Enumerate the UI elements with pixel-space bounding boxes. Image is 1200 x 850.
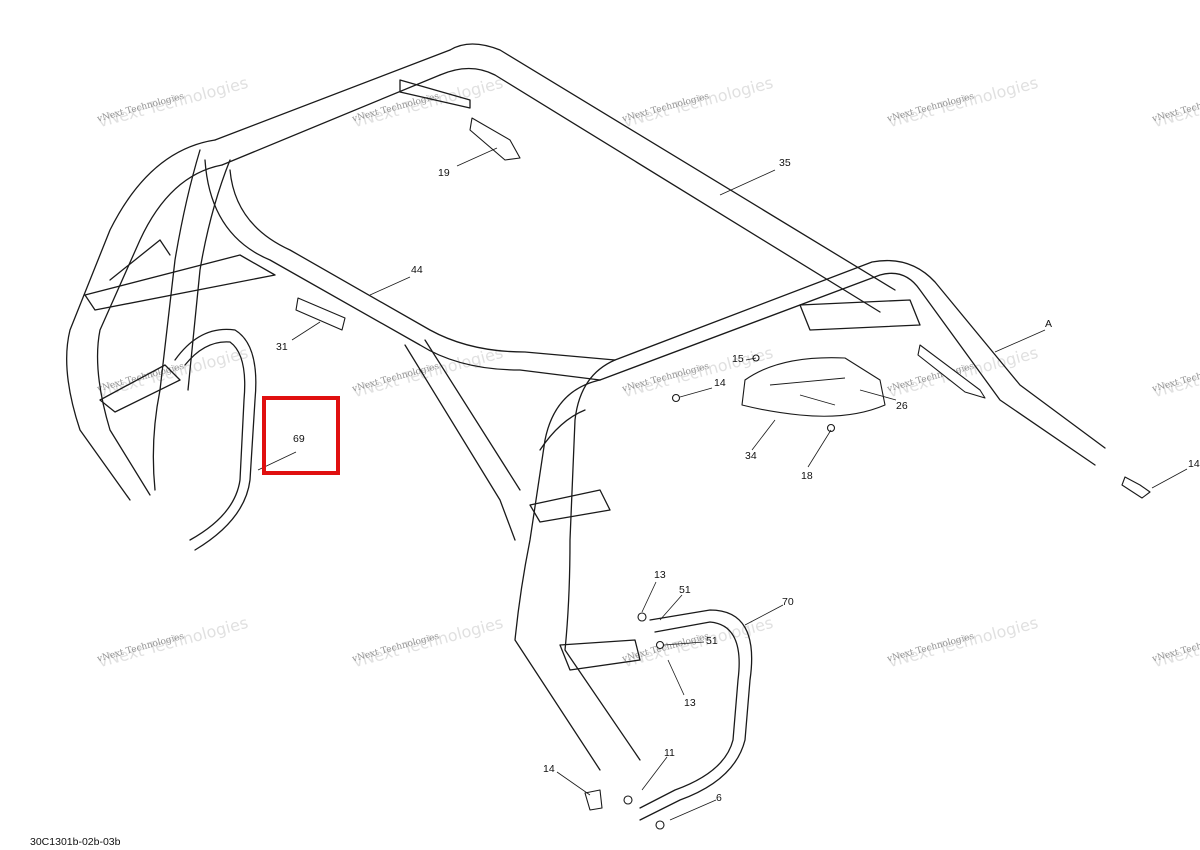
bolt-part-14-right <box>1121 476 1151 499</box>
callout-51-lower: 51 <box>706 635 718 647</box>
callout-51: 51 <box>679 584 691 596</box>
callout-34: 34 <box>745 450 757 462</box>
bracket-part-26 <box>917 344 986 399</box>
callout-6: 6 <box>716 792 722 804</box>
callout-A: A <box>1045 318 1052 330</box>
callout-labels: 19 35 44 31 69 15 14 26 34 18 A 14 13 51… <box>276 157 1200 804</box>
callout-69: 69 <box>293 433 305 445</box>
callout-13: 13 <box>654 569 666 581</box>
callout-31: 31 <box>276 341 288 353</box>
bolt-part-51 <box>655 640 665 650</box>
roll-cage-drawing <box>66 43 1151 830</box>
callout-70: 70 <box>782 596 794 608</box>
callout-11: 11 <box>664 747 675 759</box>
gusset-part-34 <box>741 357 886 417</box>
bracket-part-19 <box>469 117 521 161</box>
drawing-reference: 30C1301b-02b-03b <box>30 836 121 848</box>
callout-19: 19 <box>438 167 450 179</box>
bolt-part-13 <box>637 612 647 622</box>
callout-14: 14 <box>714 377 726 389</box>
nut-part-6 <box>655 820 665 830</box>
callout-18: 18 <box>801 470 813 482</box>
bracket-part-31 <box>295 297 346 331</box>
callout-14-right: 14 <box>1188 458 1200 470</box>
callout-14-lower: 14 <box>543 763 555 775</box>
callout-44: 44 <box>411 264 423 276</box>
nut-part-11 <box>623 795 633 805</box>
highlight-box-69 <box>262 396 340 475</box>
bolt-part-14-lower <box>584 789 603 811</box>
bolt-part-18 <box>826 423 836 433</box>
callout-26: 26 <box>896 400 908 412</box>
bolt-part-14-mid <box>671 393 681 403</box>
callout-13-lower: 13 <box>684 697 696 709</box>
callout-35: 35 <box>779 157 791 169</box>
callout-15: 15 <box>732 353 744 365</box>
leader-lines <box>257 147 1188 821</box>
